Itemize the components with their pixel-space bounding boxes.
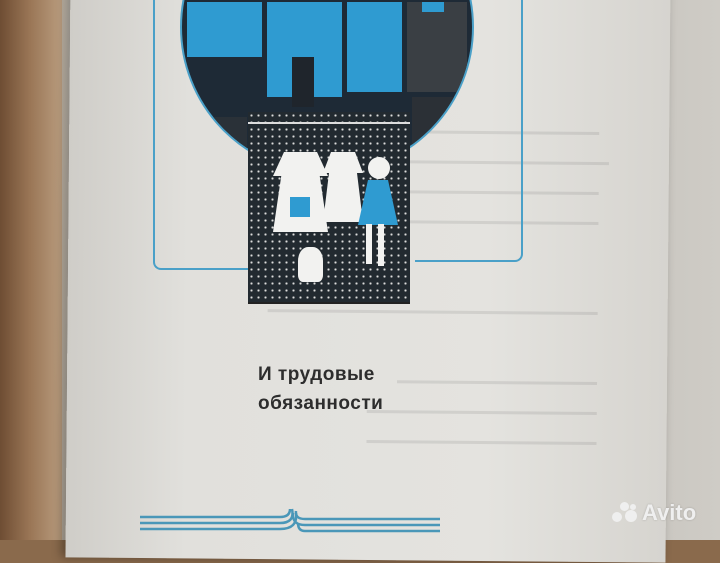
heading-line-2: обязанности	[258, 393, 384, 414]
dress-pocket	[290, 197, 310, 217]
girl-leg	[366, 224, 372, 264]
left-frame	[153, 0, 250, 270]
right-frame	[415, 0, 523, 262]
stone-panel	[407, 2, 467, 92]
bleed-through-text	[397, 380, 598, 386]
hanging-dress	[273, 152, 328, 232]
stove-panel	[412, 97, 462, 157]
girl-apron	[358, 180, 398, 225]
bleed-through-text	[366, 439, 597, 446]
girl-head	[368, 157, 390, 179]
hanger-rod	[248, 122, 410, 124]
chapter-heading: И трудовые обязанности	[258, 360, 383, 418]
book-illustration	[150, 0, 523, 310]
heading-line-1: И трудовые	[258, 364, 375, 385]
fabric-panel	[347, 2, 402, 92]
avito-watermark: Avito	[612, 500, 696, 526]
scene-baseline	[248, 302, 410, 304]
fabric-accent	[422, 2, 444, 12]
avito-label: Avito	[642, 500, 697, 525]
flower-panel	[187, 2, 262, 57]
bleed-through-text	[366, 409, 597, 416]
toddler	[298, 247, 323, 282]
decorative-ornament	[140, 508, 440, 533]
girl-scene	[248, 112, 410, 302]
sewing-machine-icon	[292, 57, 314, 107]
hanging-dress	[323, 152, 363, 222]
girl-leg	[378, 224, 384, 266]
roses-panel	[187, 117, 247, 172]
bleed-through-text	[267, 309, 598, 316]
avito-logo-icon	[612, 502, 638, 524]
